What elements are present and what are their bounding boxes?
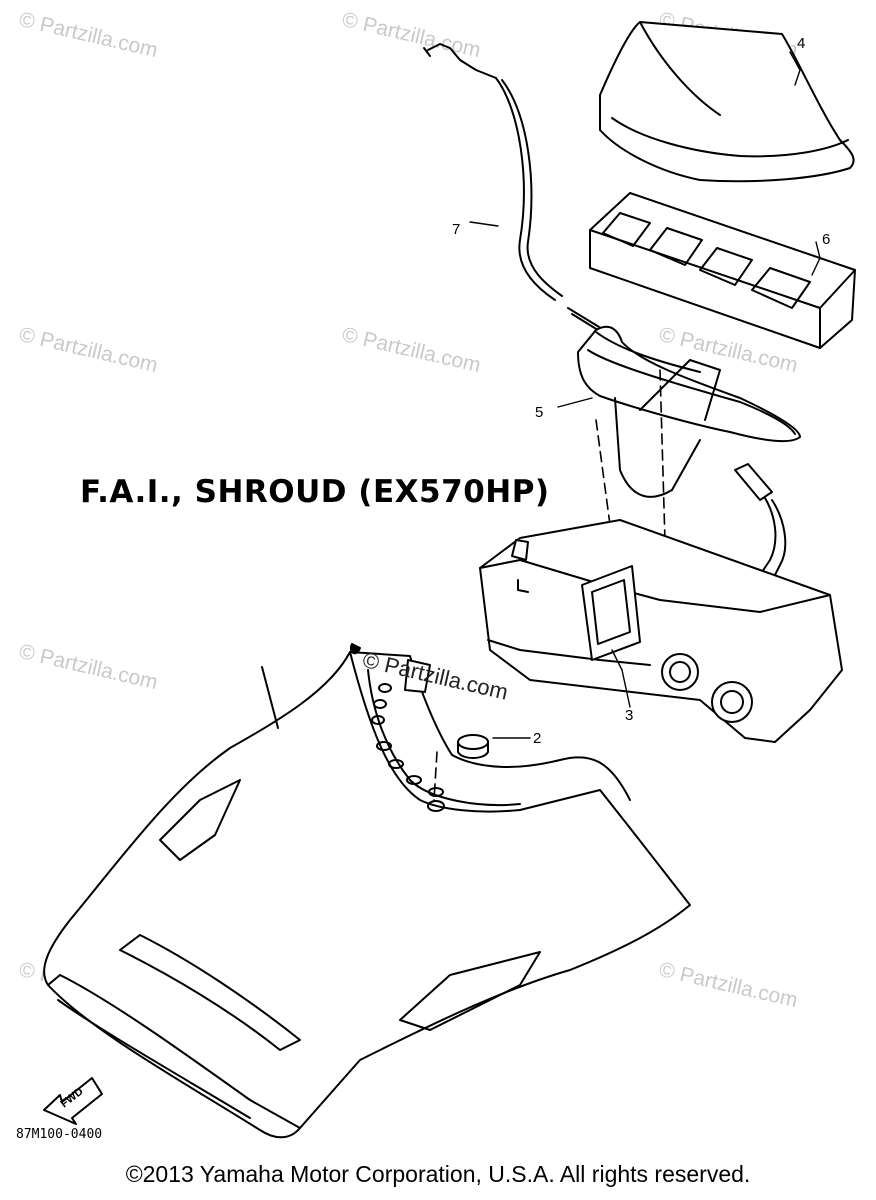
callout-3: 3 — [625, 707, 633, 724]
part-2-plug[interactable] — [457, 734, 489, 759]
copyright-notice: ©2013 Yamaha Motor Corporation, U.S.A. A… — [125, 1161, 751, 1187]
part-7-cable[interactable] — [423, 43, 607, 336]
callout-6: 6 — [822, 231, 830, 248]
fwd-arrow — [43, 1077, 103, 1125]
diagram-title: F.A.I., SHROUD (EX570HP) — [80, 474, 550, 510]
diagram-code: 87M100-0400 — [16, 1127, 103, 1142]
air-box-housing — [479, 519, 843, 743]
part-5-frame[interactable] — [577, 325, 801, 498]
part-4-cover[interactable] — [599, 21, 855, 183]
part-3-gasket[interactable] — [581, 565, 641, 661]
callout-7: 7 — [452, 221, 460, 238]
callout-leaders — [469, 51, 821, 739]
callout-5: 5 — [535, 404, 543, 421]
shroud — [43, 643, 691, 1139]
part-6-filter-block[interactable] — [589, 192, 856, 349]
callout-2: 2 — [533, 730, 541, 747]
callout-4: 4 — [797, 35, 805, 52]
